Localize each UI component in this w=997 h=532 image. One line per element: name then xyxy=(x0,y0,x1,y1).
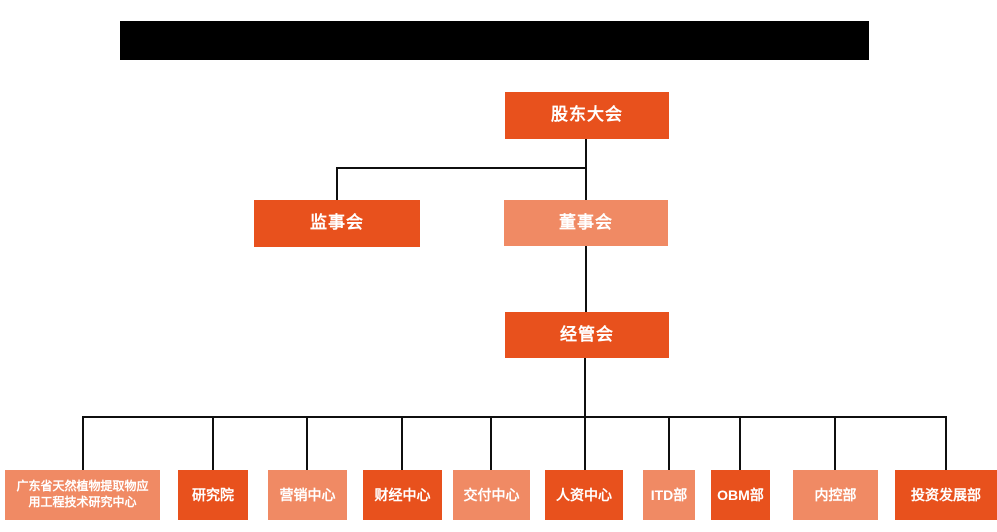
node-dept-investment-dev: 投资发展部 xyxy=(895,470,997,520)
connector-line xyxy=(834,417,836,470)
node-board-of-directors: 董事会 xyxy=(504,200,668,246)
node-dept-research-institute: 研究院 xyxy=(178,470,248,520)
connector-line xyxy=(584,358,586,470)
connector-line xyxy=(82,416,947,418)
connector-line xyxy=(585,138,587,201)
connector-line xyxy=(306,417,308,470)
connector-line xyxy=(490,417,492,470)
connector-line xyxy=(336,167,587,169)
node-dept-hr-center: 人资中心 xyxy=(545,470,623,520)
redacted-title-bar xyxy=(120,21,869,60)
node-management-committee: 经管会 xyxy=(505,312,669,358)
connector-line xyxy=(82,417,84,470)
node-dept-research-center: 广东省天然植物提取物应用工程技术研究中心 xyxy=(5,470,160,520)
connector-line xyxy=(945,417,947,470)
node-dept-obm: OBM部 xyxy=(711,470,770,520)
connector-line xyxy=(585,246,587,312)
node-dept-itd: ITD部 xyxy=(643,470,695,520)
connector-line xyxy=(668,417,670,470)
node-dept-finance-center: 财经中心 xyxy=(363,470,442,520)
connector-line xyxy=(336,167,338,200)
node-shareholders-meeting: 股东大会 xyxy=(505,92,669,139)
node-dept-delivery-center: 交付中心 xyxy=(453,470,530,520)
connector-line xyxy=(401,417,403,470)
connector-line xyxy=(212,417,214,470)
node-supervisory-board: 监事会 xyxy=(254,200,420,247)
connector-line xyxy=(739,417,741,470)
node-dept-internal-control: 内控部 xyxy=(793,470,878,520)
node-dept-marketing-center: 营销中心 xyxy=(268,470,347,520)
